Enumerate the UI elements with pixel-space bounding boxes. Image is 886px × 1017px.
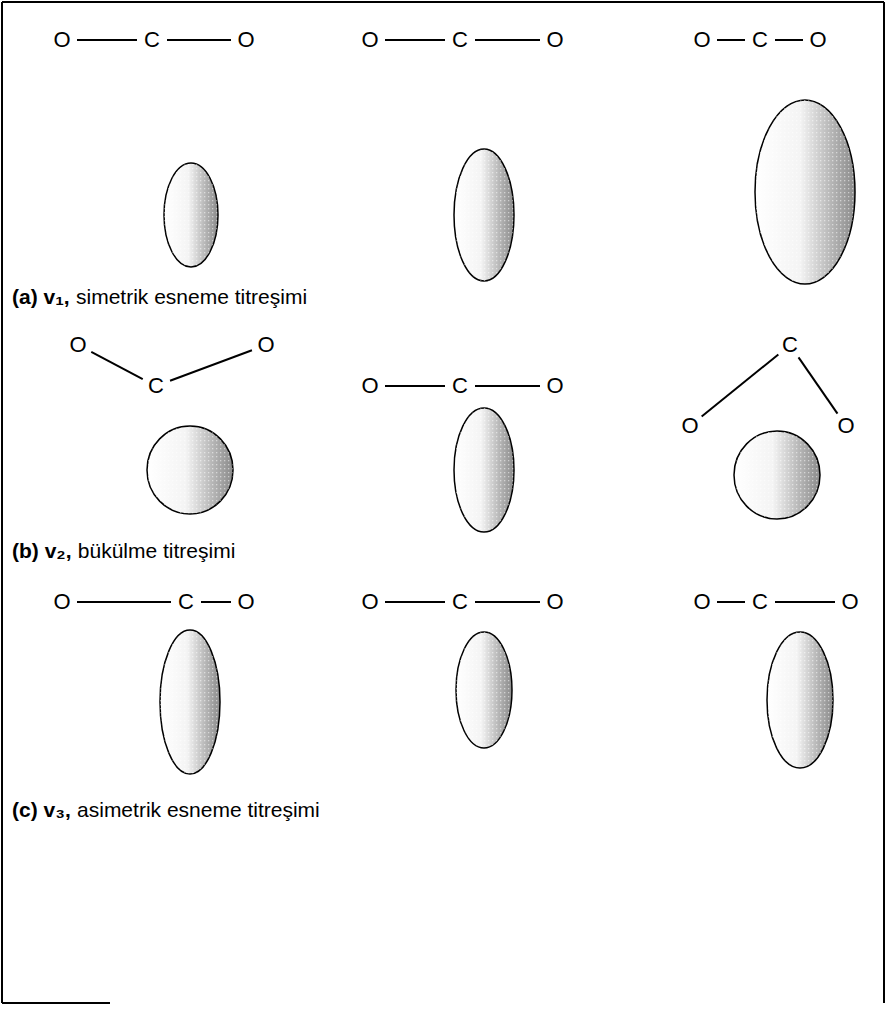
chemical-bond bbox=[91, 352, 142, 379]
polarizability-ellipsoid bbox=[734, 431, 820, 519]
polarizability-ellipsoid bbox=[767, 632, 833, 768]
chemical-bond bbox=[385, 385, 445, 387]
atom-symbol: O bbox=[693, 29, 710, 51]
mode-name: bükülme titreşimi bbox=[78, 539, 236, 562]
atom-symbol: O bbox=[546, 591, 563, 613]
chemical-bond bbox=[170, 350, 252, 381]
atom-symbol: O bbox=[693, 591, 710, 613]
chemical-bond bbox=[775, 601, 835, 603]
atom-symbol: O bbox=[361, 29, 378, 51]
chemical-bond bbox=[799, 357, 838, 413]
frame bbox=[2, 2, 884, 1003]
atom-symbol: O bbox=[837, 415, 854, 437]
mode-symbol: (c) v₃, bbox=[12, 798, 71, 821]
atom-symbol: O bbox=[681, 415, 698, 437]
polarizability-ellipsoid bbox=[160, 630, 220, 774]
atom-symbol: O bbox=[53, 591, 70, 613]
atom-symbol: C bbox=[752, 591, 768, 613]
chemical-bond bbox=[385, 601, 445, 603]
chemical-bond bbox=[201, 601, 231, 603]
atom-symbol: C bbox=[452, 375, 468, 397]
atom-symbol: O bbox=[361, 591, 378, 613]
chemical-bond bbox=[475, 39, 540, 41]
atom-symbol: C bbox=[752, 29, 768, 51]
atom-symbol: C bbox=[144, 29, 160, 51]
atom-symbol: C bbox=[178, 591, 194, 613]
chemical-bond bbox=[77, 39, 137, 41]
atom-symbol: O bbox=[809, 29, 826, 51]
polarizability-ellipsoid bbox=[164, 163, 218, 267]
mode-symbol: (b) v₂, bbox=[12, 539, 72, 562]
chemical-bond bbox=[385, 39, 445, 41]
chemical-bond bbox=[702, 354, 779, 416]
chemical-bond bbox=[717, 39, 745, 41]
atom-symbol: O bbox=[237, 29, 254, 51]
chemical-bond bbox=[167, 39, 231, 41]
atom-symbol: C bbox=[452, 591, 468, 613]
atom-symbol: C bbox=[782, 334, 798, 356]
atom-symbol: O bbox=[546, 29, 563, 51]
atom-symbol: O bbox=[237, 591, 254, 613]
atom-symbol: O bbox=[361, 375, 378, 397]
mode-caption: (c) v₃, asimetrik esneme titreşimi bbox=[12, 797, 320, 822]
atom-symbol: O bbox=[257, 334, 274, 356]
chemical-bond bbox=[77, 601, 171, 603]
chemical-bond bbox=[717, 601, 745, 603]
polarizability-ellipsoid bbox=[755, 100, 855, 284]
mode-symbol: (a) v₁, bbox=[12, 285, 70, 308]
mode-name: simetrik esneme titreşimi bbox=[76, 285, 307, 308]
atom-symbol: O bbox=[69, 334, 86, 356]
polarizability-ellipsoid bbox=[454, 149, 514, 281]
atom-symbol: O bbox=[546, 375, 563, 397]
atom-symbol: C bbox=[148, 375, 164, 397]
polarizability-ellipsoid bbox=[456, 632, 512, 748]
atom-symbol: O bbox=[53, 29, 70, 51]
chemical-bond bbox=[475, 601, 540, 603]
polarizability-ellipsoid bbox=[454, 408, 514, 532]
mode-name: asimetrik esneme titreşimi bbox=[77, 798, 320, 821]
atom-symbol: O bbox=[841, 591, 858, 613]
polarizability-ellipsoid bbox=[147, 426, 233, 514]
chemical-bond bbox=[775, 39, 803, 41]
atom-symbol: C bbox=[452, 29, 468, 51]
chemical-bond bbox=[475, 385, 540, 387]
mode-caption: (a) v₁, simetrik esneme titreşimi bbox=[12, 284, 307, 309]
mode-caption: (b) v₂, bükülme titreşimi bbox=[12, 538, 235, 563]
